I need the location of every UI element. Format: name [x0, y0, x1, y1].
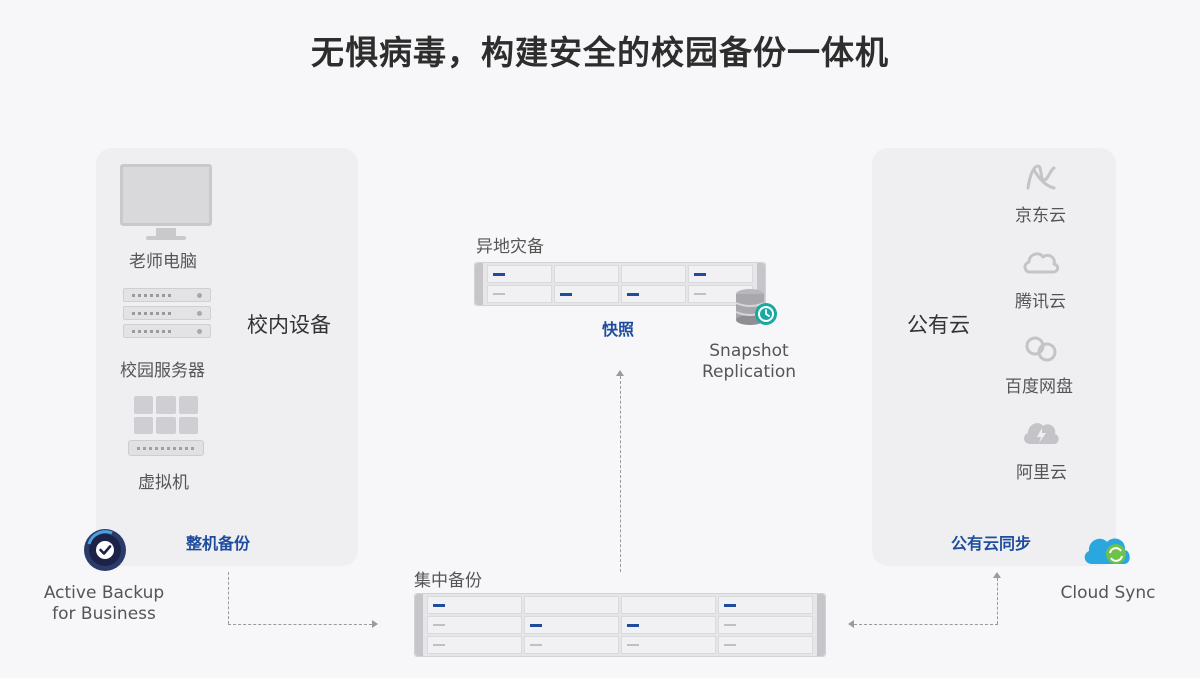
active-backup-label: Active Backup for Business — [40, 583, 168, 625]
arrow-left-icon — [848, 620, 854, 628]
snapshot-replication-label: Snapshot Replication — [693, 341, 805, 383]
offsite-nas-rack — [474, 262, 766, 306]
baidu-netdisk-icon — [1025, 336, 1057, 362]
active-backup-label-line2: for Business — [52, 604, 156, 624]
full-backup-label: 整机备份 — [186, 534, 251, 553]
arrow-right-icon — [372, 620, 378, 628]
monitor-base — [146, 236, 186, 240]
monitor-stand — [156, 228, 176, 236]
snapshot-replication-line2: Replication — [701, 362, 797, 382]
provider-label-aliyun: 阿里云 — [1016, 463, 1067, 483]
central-nas-rack — [414, 593, 826, 657]
central-backup-title: 集中备份 — [414, 571, 482, 591]
connector-right-horizontal — [854, 624, 998, 625]
campus-devices-title: 校内设备 — [247, 313, 331, 337]
snapshot-replication-icon — [735, 289, 777, 325]
page-title: 无惧病毒，构建安全的校园备份一体机 — [311, 33, 889, 72]
connector-right-vertical — [997, 578, 998, 624]
jd-cloud-icon — [1026, 164, 1056, 190]
active-backup-label-line1: Active Backup — [43, 583, 165, 603]
public-cloud-title: 公有云 — [907, 313, 970, 337]
provider-label-baidu: 百度网盘 — [1005, 377, 1073, 397]
arrow-up-icon — [616, 370, 624, 376]
cloud-sync-label: Cloud Sync — [1060, 583, 1156, 603]
provider-label-tencent: 腾讯云 — [1015, 292, 1066, 312]
provider-label-jd: 京东云 — [1015, 206, 1066, 226]
vm-host-icon — [128, 440, 204, 456]
device-label-campus-server: 校园服务器 — [120, 361, 205, 381]
connector-left-horizontal — [228, 624, 372, 625]
server-unit-icon — [123, 288, 211, 302]
cloud-sync-action-label: 公有云同步 — [951, 534, 1032, 553]
snapshot-label: 快照 — [602, 320, 635, 339]
device-label-vm: 虚拟机 — [138, 473, 189, 493]
tencent-cloud-icon — [1023, 252, 1060, 274]
connector-center-vertical — [620, 376, 621, 572]
cloud-sync-icon — [1084, 538, 1130, 564]
offsite-dr-title: 异地灾备 — [476, 237, 544, 257]
connector-left-vertical — [228, 572, 229, 624]
device-label-teacher-pc: 老师电脑 — [129, 252, 197, 272]
teacher-computer-icon — [120, 164, 212, 226]
snapshot-replication-line1: Snapshot — [709, 341, 789, 361]
server-unit-icon — [123, 306, 211, 320]
arrow-up-icon — [993, 572, 1001, 578]
server-unit-icon — [123, 324, 211, 338]
active-backup-icon — [84, 529, 126, 571]
virtual-machine-icon — [134, 396, 198, 434]
aliyun-icon — [1024, 423, 1059, 444]
public-cloud-panel — [872, 148, 1116, 566]
